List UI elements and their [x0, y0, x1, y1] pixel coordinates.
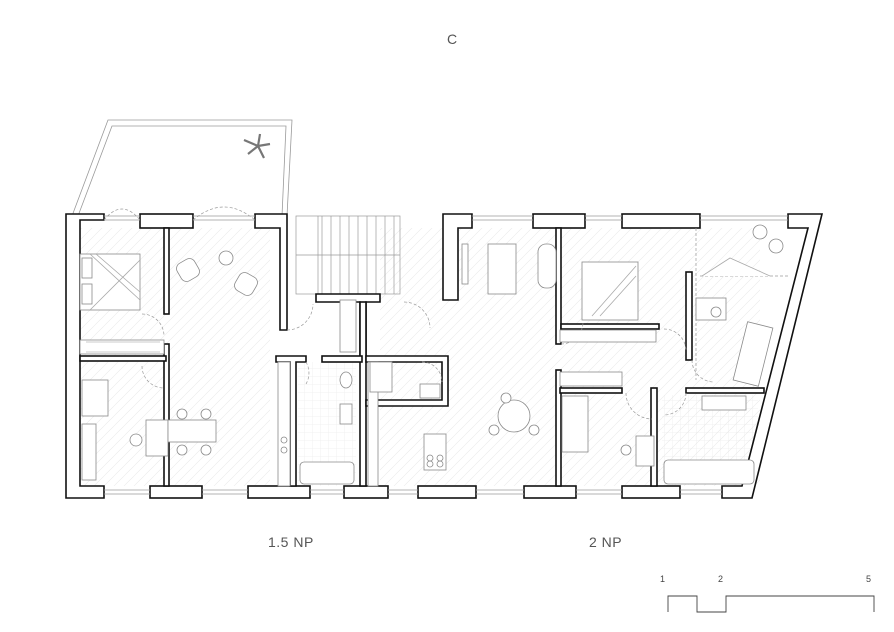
bed-icon	[581, 261, 639, 321]
scale-tick-5: 5	[866, 574, 872, 584]
kitchen-counter	[277, 361, 291, 487]
sink-icon	[339, 403, 353, 425]
windows	[104, 215, 788, 495]
wardrobe	[559, 329, 657, 343]
sink-icon	[701, 395, 747, 411]
plant-icon	[243, 133, 271, 159]
bathtub-icon	[663, 459, 755, 485]
terrace	[71, 119, 293, 217]
floor-label-1-5-np: 1.5 NP	[268, 534, 314, 550]
desk	[695, 297, 727, 321]
sink-icon	[419, 383, 441, 399]
scale-tick-2: 2	[718, 574, 724, 584]
round-table	[497, 399, 531, 433]
single-bed	[81, 379, 109, 417]
desk	[145, 419, 169, 457]
desk	[635, 435, 655, 467]
fridge	[369, 361, 393, 393]
section-label: C	[447, 31, 458, 47]
dining-table	[167, 419, 217, 443]
staircase	[295, 215, 401, 295]
wardrobe	[559, 371, 623, 387]
single-bed	[561, 395, 589, 453]
wardrobe	[79, 339, 165, 355]
scale-bar	[667, 595, 875, 613]
scale-tick-1: 1	[660, 574, 666, 584]
armchair-icon	[537, 243, 557, 289]
walls	[65, 213, 824, 499]
furniture	[79, 224, 784, 487]
armchair-icon	[176, 250, 258, 296]
bathtub-icon	[299, 461, 355, 485]
toilet-icon	[339, 371, 353, 389]
chair-icon	[129, 433, 143, 447]
bed-icon	[79, 253, 141, 311]
sofa-icon	[487, 243, 517, 295]
floor-label-2-np: 2 NP	[589, 534, 623, 550]
